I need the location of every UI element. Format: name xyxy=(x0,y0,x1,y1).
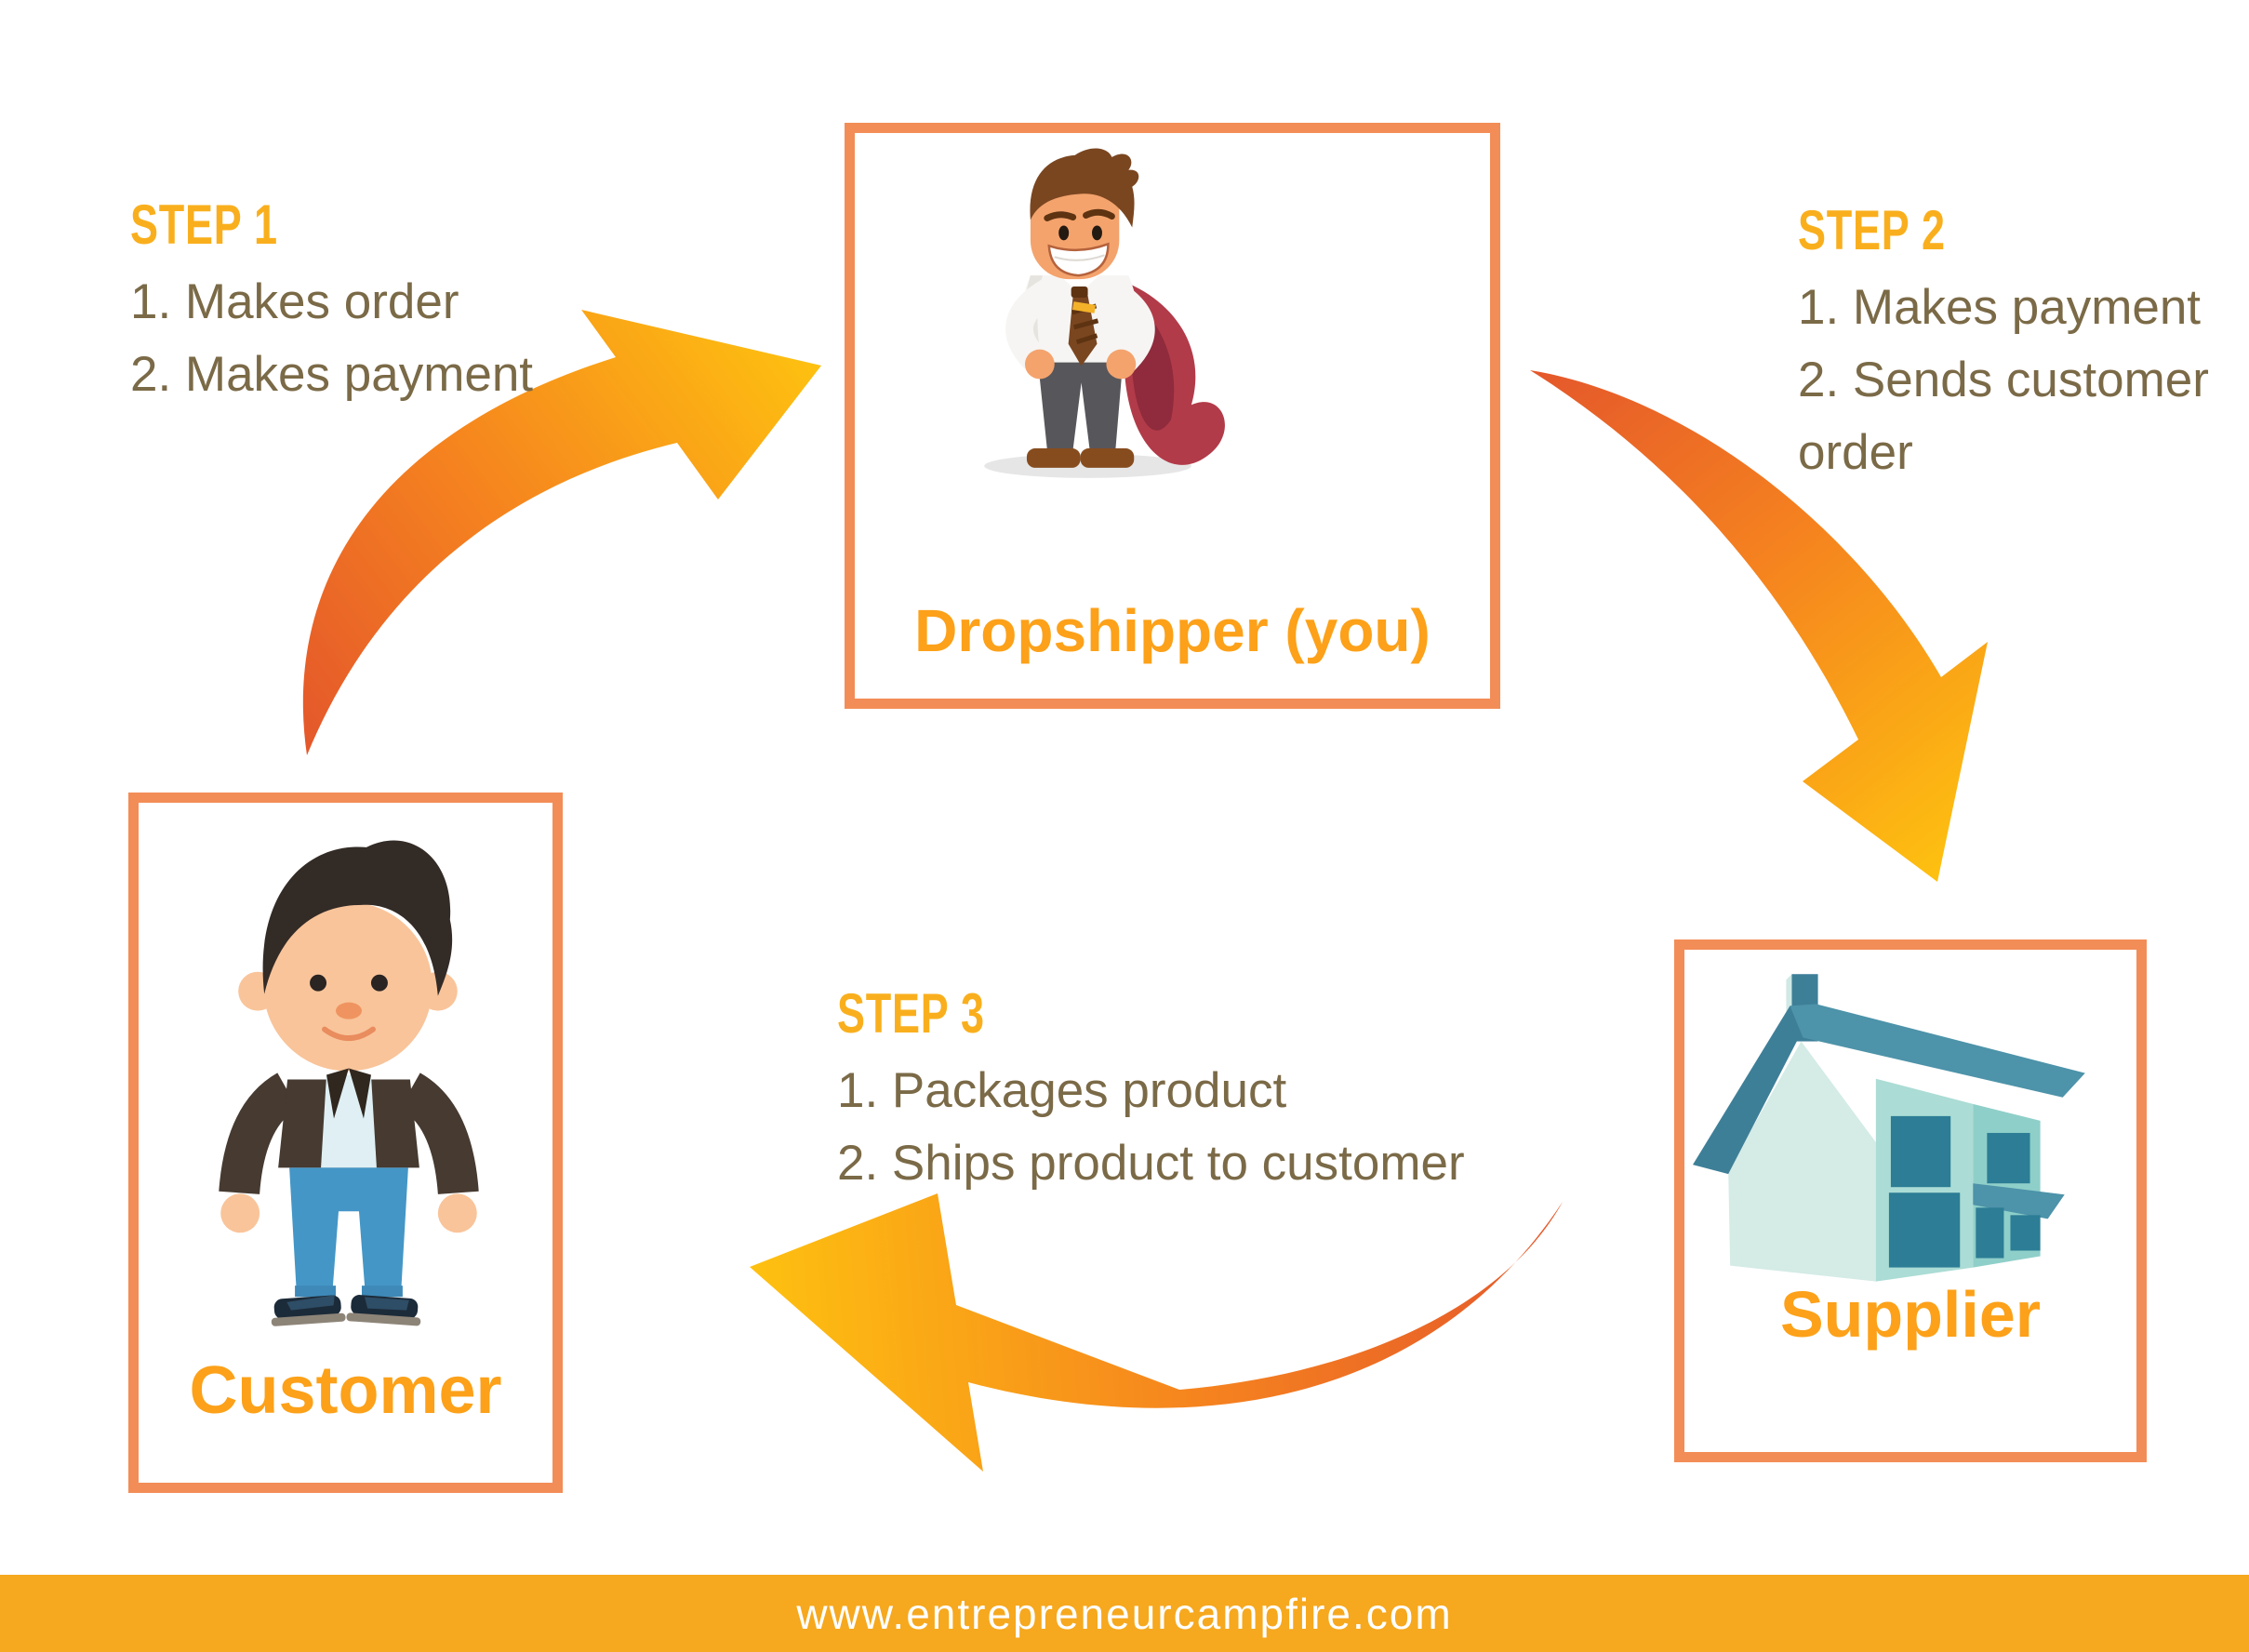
customer-label: Customer xyxy=(189,1353,502,1428)
step3-item-2: 2. Ships product to customer xyxy=(837,1135,1465,1191)
warehouse-house xyxy=(1693,974,2085,1282)
step1-item-1: 1. Makes order xyxy=(130,274,459,329)
roof-left-slope xyxy=(1693,1004,1816,1175)
face xyxy=(263,901,432,1072)
young-man xyxy=(219,840,479,1326)
supplier-node: Supplier xyxy=(1674,939,2147,1462)
dropshipper-label: Dropshipper (you) xyxy=(914,597,1431,664)
garage-door xyxy=(1888,1192,1961,1268)
step3-block: STEP 3 1. Packages product 2. Ships prod… xyxy=(837,986,1609,1200)
step1-heading: STEP 1 xyxy=(130,193,278,256)
smile xyxy=(322,1026,376,1042)
collar-left xyxy=(1059,275,1080,295)
step1-block: STEP 1 1. Makes order 2. Makes payment xyxy=(130,197,651,411)
supplier-label: Supplier xyxy=(1779,1278,2042,1351)
step2-block: STEP 2 1. Makes payment 2. Sends custome… xyxy=(1798,203,2244,489)
roof-main xyxy=(1790,1004,2085,1098)
warehouse-house-illustration xyxy=(1693,974,2085,1282)
eye-right xyxy=(370,974,388,992)
eye-right xyxy=(1092,225,1102,241)
window-lower-wing xyxy=(2010,1215,2041,1251)
young-man-illustration xyxy=(219,840,479,1326)
footer-bar: www.entrepreneurcampfire.com xyxy=(0,1575,2249,1652)
step1-item-2: 2. Makes payment xyxy=(130,346,534,402)
hair xyxy=(262,840,453,996)
fist-right xyxy=(1106,349,1137,380)
fist-left xyxy=(1024,349,1055,380)
wing-door xyxy=(1976,1207,2004,1259)
dropshipper-node: Dropshipper (you) xyxy=(845,123,1500,709)
gable-wall xyxy=(1728,1041,1876,1282)
jean-cuff-right xyxy=(361,1286,403,1298)
right-shoe xyxy=(1080,448,1135,468)
shoe-right xyxy=(346,1295,421,1326)
tie-knot xyxy=(1071,286,1088,298)
step3-heading: STEP 3 xyxy=(837,982,985,1045)
jeans xyxy=(289,1167,408,1298)
pants xyxy=(1037,360,1124,450)
teeth-line xyxy=(1054,254,1105,261)
nose xyxy=(336,1002,362,1019)
window-upper-front xyxy=(1890,1115,1951,1188)
step3-item-1: 1. Packages product xyxy=(837,1063,1287,1118)
hair xyxy=(1030,148,1139,228)
step2-heading: STEP 2 xyxy=(1798,199,1946,261)
step2-item-1: 1. Makes payment xyxy=(1798,280,2202,335)
arrow-supplier-to-customer xyxy=(750,1193,1563,1472)
left-shoe xyxy=(1026,448,1081,468)
shoe-left xyxy=(271,1295,346,1326)
lapel-right xyxy=(348,1068,371,1119)
step2-item-2: 2. Sends customer order xyxy=(1798,352,2209,480)
hand-left xyxy=(220,1193,260,1233)
tie-clip xyxy=(1072,301,1096,313)
jean-cuff-left xyxy=(295,1286,337,1298)
sleeve-left xyxy=(219,1072,299,1195)
eyebrows xyxy=(1044,208,1115,221)
customer-node: Customer xyxy=(128,793,563,1493)
window-upper-wing xyxy=(1987,1132,2030,1184)
sleeve-right xyxy=(399,1072,479,1195)
superhero-businessman xyxy=(984,148,1225,478)
superhero-businessman-illustration xyxy=(984,148,1225,478)
eye-left xyxy=(1058,225,1070,241)
hand-right xyxy=(437,1193,477,1233)
awning xyxy=(1973,1183,2065,1219)
website-url: www.entrepreneurcampfire.com xyxy=(796,1589,1453,1638)
eye-left xyxy=(310,974,327,992)
lapel-left xyxy=(326,1068,349,1119)
